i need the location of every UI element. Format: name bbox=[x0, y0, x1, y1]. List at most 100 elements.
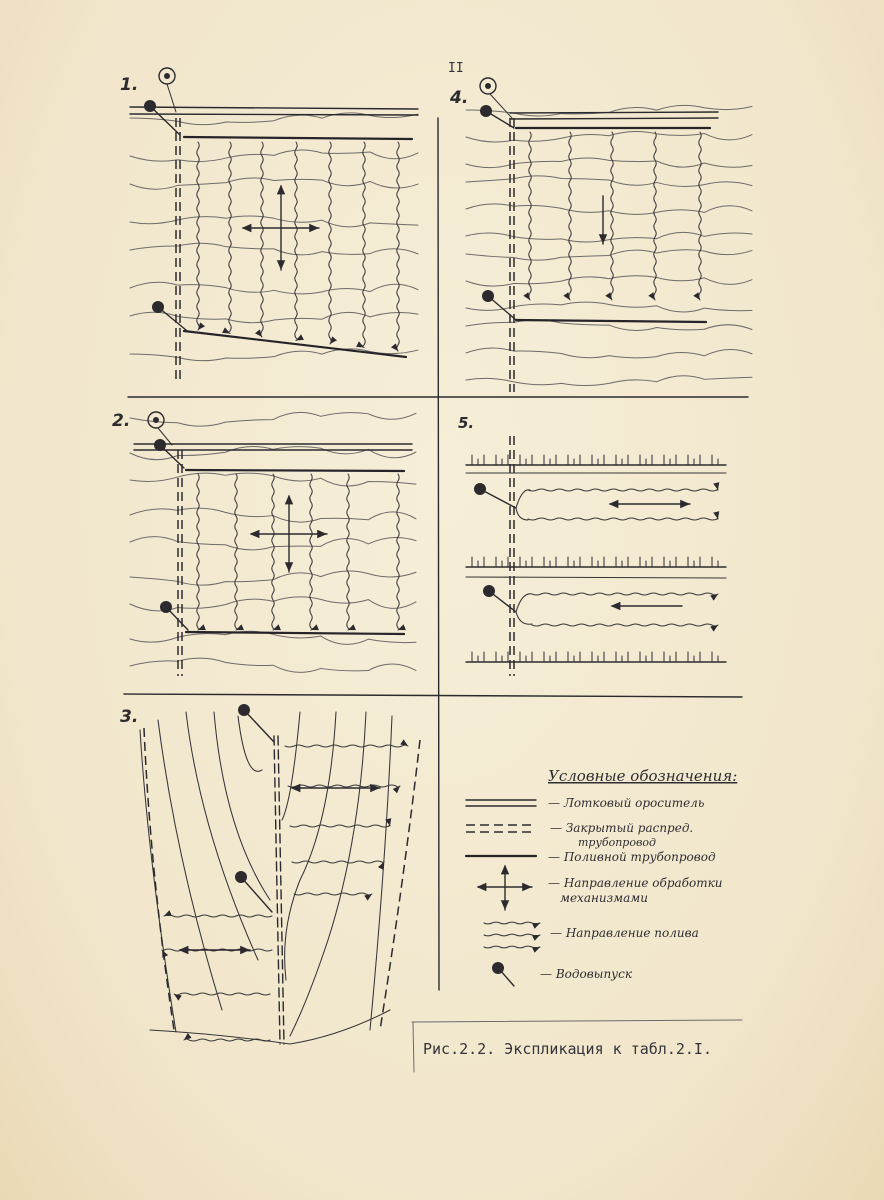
panel-label-5: 5. bbox=[458, 414, 474, 432]
contour-line bbox=[465, 175, 753, 187]
panel-2-drawing bbox=[129, 411, 417, 676]
closed-pipeline bbox=[177, 450, 183, 676]
watering-direction-line bbox=[356, 141, 366, 349]
flume-irrigator bbox=[509, 111, 719, 120]
water-outlet-icon bbox=[144, 100, 181, 136]
contour-line bbox=[465, 131, 753, 143]
contour-line bbox=[465, 203, 753, 215]
watering-direction-line bbox=[309, 473, 319, 631]
panel-label-1: 1. bbox=[120, 75, 138, 95]
contour-line bbox=[129, 348, 419, 362]
watering-direction-line bbox=[396, 473, 406, 631]
legend-text: — Закрытый распред. bbox=[550, 821, 693, 835]
contour-line bbox=[465, 157, 753, 169]
contour-line bbox=[465, 301, 753, 313]
hydrant-icon bbox=[158, 67, 176, 85]
contour-line bbox=[129, 472, 417, 487]
legend-text-cont: трубопровод bbox=[578, 836, 656, 849]
contour-line bbox=[284, 711, 337, 981]
flume-irrigator bbox=[129, 106, 419, 116]
contour-line bbox=[157, 719, 223, 1011]
watering-pipeline-top bbox=[184, 468, 406, 473]
page-number: II bbox=[448, 61, 464, 76]
panel-3-drawing bbox=[139, 704, 421, 1045]
legend-text: — Водовыпуск bbox=[540, 967, 633, 981]
closed-pipeline-center bbox=[273, 735, 281, 1045]
wavy-arrow-icon bbox=[483, 921, 541, 929]
contour-line bbox=[465, 347, 753, 359]
watering-direction-line bbox=[163, 910, 273, 918]
watering-direction-line bbox=[173, 992, 271, 1001]
legend-title: Условные обозначения: bbox=[548, 767, 737, 785]
contour-line bbox=[185, 711, 259, 961]
watering-direction-line bbox=[287, 784, 401, 794]
panel-label-2: 2. bbox=[112, 411, 130, 431]
contour-line bbox=[129, 242, 419, 256]
contour-line bbox=[465, 231, 753, 243]
hydrant-icon bbox=[479, 77, 497, 95]
closed-pipeline bbox=[509, 118, 515, 392]
contour-line bbox=[129, 215, 419, 228]
contour-line bbox=[129, 657, 417, 673]
watering-direction-line bbox=[605, 131, 614, 301]
watering-direction-line bbox=[563, 131, 572, 301]
contour-line bbox=[149, 1009, 391, 1045]
contour-line bbox=[465, 275, 753, 287]
flume-irrigator-ruler bbox=[465, 556, 727, 568]
water-outlet-icon bbox=[483, 585, 517, 613]
watering-direction-line bbox=[693, 131, 702, 301]
legend: Условные обозначения: — Лотковый оросите… bbox=[464, 767, 737, 987]
hydrant-icon bbox=[147, 411, 165, 429]
contour-line bbox=[129, 411, 417, 427]
panel-label-4: 4. bbox=[449, 88, 468, 108]
field-boundary bbox=[465, 576, 727, 579]
watering-pipeline-bottom bbox=[514, 318, 708, 324]
legend-item-cultivation-direction: — Направление обработки механизмами bbox=[476, 864, 722, 911]
legend-item-water-outlet: — Водовыпуск bbox=[492, 962, 633, 987]
legend-item-flume-irrigator: — Лотковый ороситель bbox=[465, 796, 704, 810]
contour-line bbox=[369, 715, 393, 1031]
water-outlet-icon bbox=[492, 962, 515, 987]
water-outlet-icon bbox=[474, 483, 517, 509]
panel-4-drawing bbox=[465, 77, 753, 392]
closed-pipeline bbox=[509, 436, 515, 676]
watering-direction-line bbox=[293, 892, 373, 901]
closed-pipeline-left bbox=[143, 727, 175, 1031]
water-outlet-icon bbox=[480, 105, 515, 129]
watering-direction-line bbox=[291, 860, 385, 870]
watering-direction-line bbox=[328, 141, 338, 345]
contour-line bbox=[129, 596, 417, 612]
panel-grid bbox=[123, 117, 749, 991]
watering-direction-line bbox=[183, 1032, 271, 1042]
flume-irrigator bbox=[133, 443, 413, 451]
watering-direction-line bbox=[531, 592, 719, 601]
legend-text: — Направление обработки bbox=[548, 876, 722, 890]
flume-irrigator-ruler bbox=[465, 651, 727, 663]
watering-direction-line bbox=[196, 473, 206, 631]
contour-line bbox=[129, 311, 419, 324]
contour-line bbox=[281, 711, 301, 821]
legend-text: — Поливной трубопровод bbox=[548, 850, 716, 864]
contour-line bbox=[465, 375, 753, 386]
contour-line bbox=[213, 711, 271, 901]
water-outlet-icon bbox=[235, 871, 273, 913]
water-outlet-icon bbox=[482, 290, 517, 321]
watering-direction-line bbox=[284, 739, 409, 748]
watering-direction-line bbox=[527, 482, 720, 492]
contour-line bbox=[129, 149, 419, 163]
panel-1-drawing bbox=[129, 67, 419, 380]
contour-line bbox=[129, 281, 419, 295]
legend-text-cont: механизмами bbox=[560, 891, 648, 905]
closed-pipeline-right bbox=[379, 739, 421, 1031]
watering-direction-line bbox=[531, 623, 719, 632]
wavy-arrow-icon bbox=[483, 933, 541, 941]
watering-direction-line bbox=[523, 131, 532, 301]
watering-direction-line bbox=[346, 473, 356, 631]
closed-pipeline bbox=[175, 118, 181, 380]
watering-direction-line bbox=[271, 473, 281, 631]
water-outlet-icon bbox=[152, 301, 187, 331]
flume-irrigator-ruler bbox=[465, 454, 727, 466]
watering-direction-line bbox=[289, 818, 392, 828]
